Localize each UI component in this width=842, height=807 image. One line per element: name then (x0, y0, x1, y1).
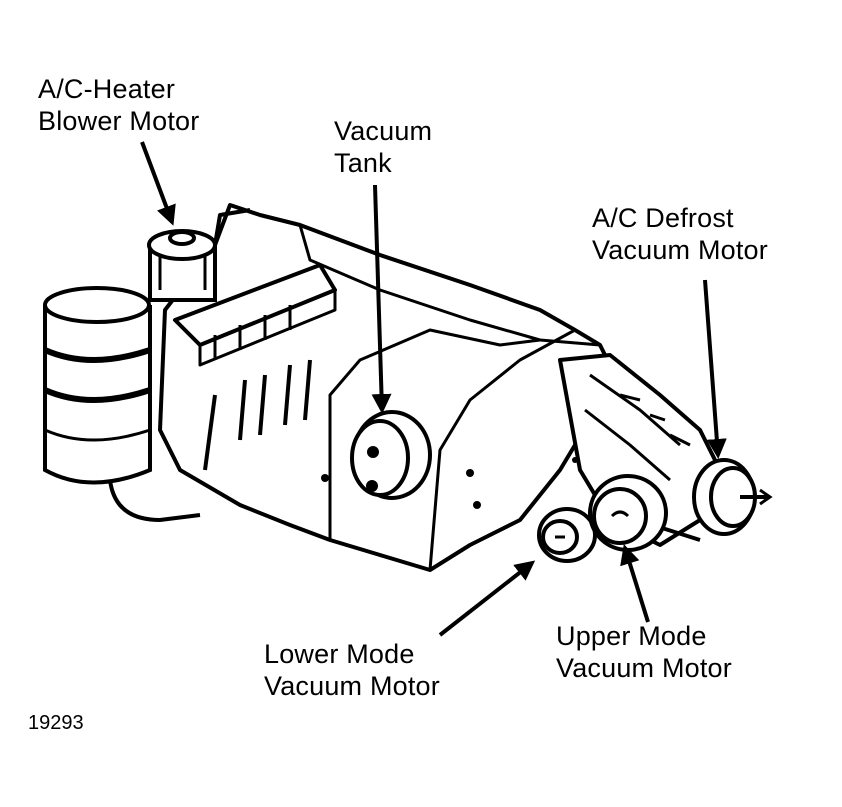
left-canister (43, 286, 201, 523)
tank-arrow (371, 184, 392, 414)
lower-mode-label-line1: Lower Mode (264, 639, 415, 669)
hvac-housing (158, 203, 612, 572)
defrost-motor-drawing (692, 458, 773, 536)
blower-motor-label-line1: A/C-Heater (38, 74, 176, 104)
blower-arrow (140, 141, 176, 226)
upper-mode-label-line1: Upper Mode (556, 621, 707, 651)
housing-details (321, 457, 578, 509)
top-plenum (173, 263, 337, 367)
defrost-motor-label-line2: Vacuum Motor (592, 235, 768, 265)
blower-motor-label-line2: Blower Motor (38, 106, 200, 136)
vacuum-tank-label-line1: Vacuum (334, 116, 433, 146)
upper-mode-label-line2: Vacuum Motor (556, 653, 732, 683)
leader-arrows (140, 141, 727, 637)
defrost-arrow (703, 279, 727, 459)
vacuum-tank-label-line2: Tank (334, 148, 392, 178)
lower-mode-motor-drawing (537, 507, 597, 563)
figure-number: 19293 (28, 712, 84, 734)
vacuum-tank-drawing (350, 410, 432, 500)
upper-mode-motor-drawing (588, 474, 701, 552)
upper-mode-arrow (620, 544, 650, 623)
lower-mode-arrow (438, 560, 536, 637)
blower-motor-body (147, 229, 217, 302)
housing-ribs (203, 359, 312, 471)
defrost-motor-label-line1: A/C Defrost (592, 203, 734, 233)
lower-mode-label-line2: Vacuum Motor (264, 671, 440, 701)
